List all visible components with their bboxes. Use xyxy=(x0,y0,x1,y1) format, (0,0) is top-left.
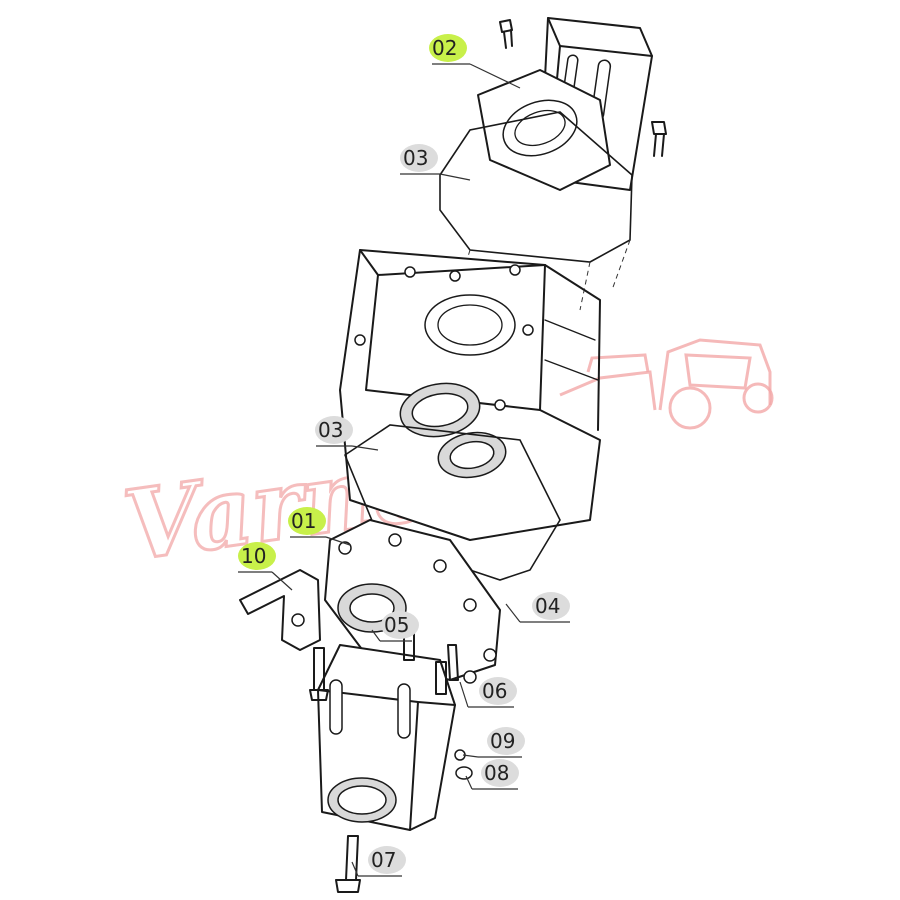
callout-ring xyxy=(481,759,519,787)
callout-leader-line xyxy=(325,536,351,546)
callout-label: 04 xyxy=(535,594,560,618)
callout-leader-line xyxy=(271,571,293,591)
callout-ring xyxy=(532,592,570,620)
callout-06: 06 xyxy=(459,677,517,708)
callout-ring xyxy=(381,611,419,639)
callout-10: 10 xyxy=(238,542,293,591)
bottom-motor-assembly xyxy=(317,644,456,831)
callout-03a: 03 xyxy=(400,144,471,181)
lower-cover-plate xyxy=(324,519,501,681)
main-gearbox-housing xyxy=(339,249,601,541)
callout-ring xyxy=(400,144,438,172)
callout-leader-line xyxy=(459,681,469,708)
callout-leader-line xyxy=(351,445,379,451)
callout-highlight xyxy=(288,507,326,535)
callout-highlight xyxy=(429,34,467,62)
callout-label: 03 xyxy=(403,146,428,170)
callout-label: 08 xyxy=(484,761,509,785)
callout-leader-line xyxy=(351,861,359,877)
callout-leader-line xyxy=(462,754,479,758)
callout-ring xyxy=(315,416,353,444)
callout-08: 08 xyxy=(465,759,519,790)
callout-leader-line xyxy=(469,63,521,89)
callout-label: 01 xyxy=(291,509,316,533)
callout-label: 05 xyxy=(384,613,409,637)
callout-04: 04 xyxy=(505,592,570,623)
callout-label: 06 xyxy=(482,679,507,703)
callout-label: 09 xyxy=(490,729,515,753)
callout-highlight xyxy=(238,542,276,570)
bolts xyxy=(309,627,477,893)
callout-05: 05 xyxy=(371,611,419,642)
callout-leader-line xyxy=(465,775,473,790)
callout-03b: 03 xyxy=(315,416,379,451)
callout-leader-line xyxy=(371,629,381,642)
tractor-logo xyxy=(559,338,774,430)
top-motor-assembly xyxy=(477,17,667,191)
callout-label: 07 xyxy=(371,848,396,872)
callout-01: 01 xyxy=(288,507,351,546)
callout-leader-line xyxy=(505,603,521,623)
callout-02: 02 xyxy=(429,34,521,89)
callout-09: 09 xyxy=(462,727,525,758)
callout-label: 02 xyxy=(432,36,457,60)
mounting-bracket xyxy=(239,569,321,651)
callout-ring xyxy=(487,727,525,755)
callout-07: 07 xyxy=(351,846,406,877)
callout-labels: 02 03 03 01 10 04 05 06 09 08 07 xyxy=(238,34,570,877)
callout-label: 03 xyxy=(318,418,343,442)
callout-leader-line xyxy=(439,173,471,181)
callout-ring xyxy=(479,677,517,705)
callout-label: 10 xyxy=(241,544,266,568)
callout-ring xyxy=(368,846,406,874)
